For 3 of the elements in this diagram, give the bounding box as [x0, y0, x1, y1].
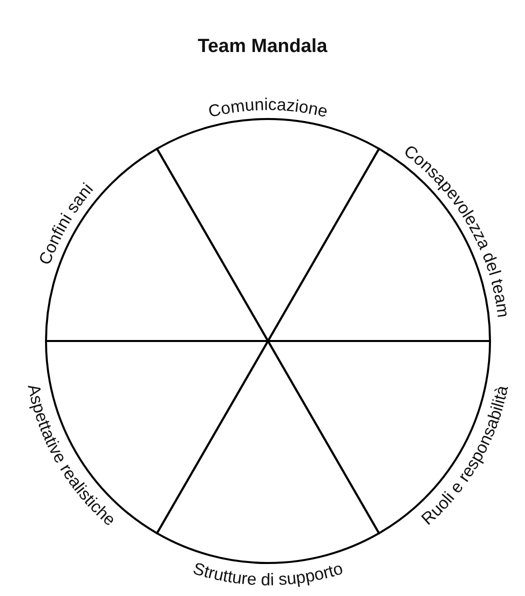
segment-label: Comunicazione: [206, 94, 330, 122]
title: Team Mandala: [198, 36, 328, 57]
segment-label: Strutture di supporto: [190, 558, 346, 590]
